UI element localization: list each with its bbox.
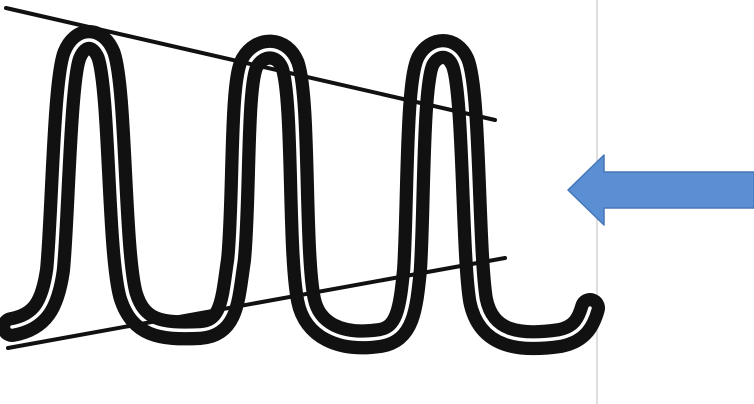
wave-shape	[0, 25, 605, 356]
arrow-left-icon	[567, 154, 754, 226]
wave-inner-gap	[10, 38, 592, 342]
upper-trend-line	[4, 6, 497, 122]
lower-trend-line	[6, 256, 507, 350]
